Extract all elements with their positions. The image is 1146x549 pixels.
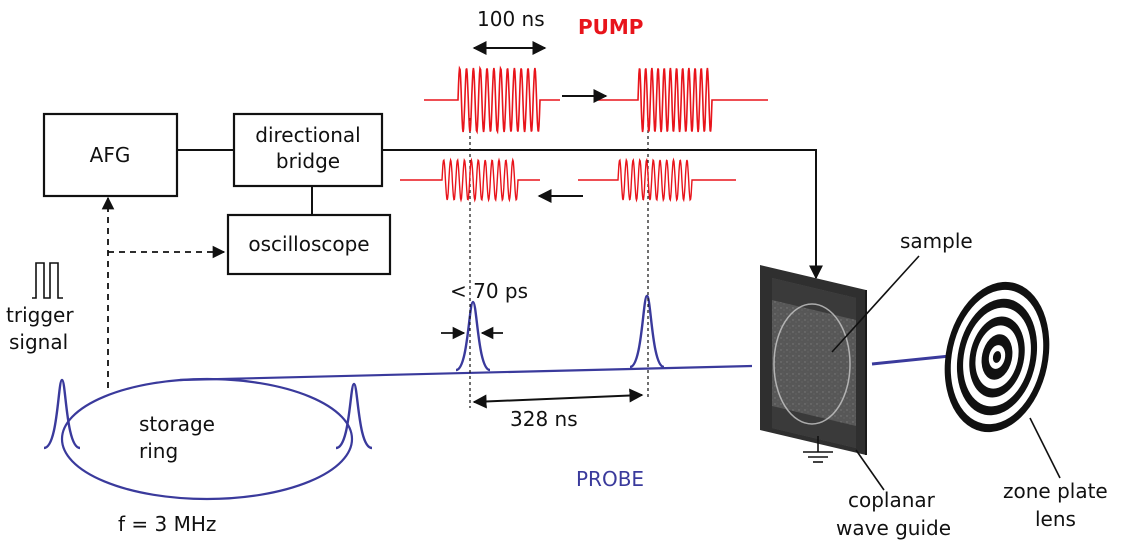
oscilloscope-box — [226, 213, 392, 276]
ground-icon — [803, 451, 833, 463]
directional-bridge-label-2: bridge — [276, 149, 340, 173]
trigger-label-2: signal — [9, 330, 68, 354]
directional-bridge-label-1: directional — [255, 123, 360, 147]
probe-beam-to-zoneplate — [871, 354, 951, 366]
probe-beam-line — [179, 364, 753, 382]
sample-label: sample — [900, 229, 973, 253]
zone-plate-label-1: zone plate — [1003, 479, 1108, 503]
storage-ring — [60, 377, 354, 501]
ring-bunch-right — [335, 382, 373, 450]
waveguide-label-2: wave guide — [836, 516, 951, 540]
frequency-label: f = 3 MHz — [118, 512, 216, 536]
pulse-width-label: 100 ns — [477, 7, 545, 31]
pump-forward-pulse-1 — [424, 65, 560, 135]
storage-ring-label-2: ring — [139, 439, 178, 463]
storage-ring-label-1: storage — [139, 412, 215, 436]
period-label: 328 ns — [510, 407, 578, 431]
probe-label: PROBE — [576, 467, 644, 491]
probe-bunch-2 — [629, 294, 665, 369]
trigger-pulse-icon — [32, 262, 63, 299]
afg-label: AFG — [90, 143, 131, 167]
ring-bunch-left — [43, 378, 81, 450]
pump-reflected-pulse-1 — [400, 157, 540, 203]
waveguide-label-1: coplanar — [848, 488, 936, 512]
bridge-to-sample-wire — [382, 149, 823, 280]
sample-waveguide — [760, 265, 867, 455]
zone-plate-lens-icon — [944, 281, 1050, 433]
sample-pointer — [831, 255, 920, 353]
directional-bridge-box — [232, 112, 384, 188]
waveguide-pointer — [855, 449, 885, 491]
probe-bunch-1 — [455, 300, 491, 372]
oscilloscope-label: oscilloscope — [248, 232, 369, 256]
probe-width-label: < 70 ps — [450, 279, 528, 303]
pump-label: PUMP — [578, 15, 643, 39]
trigger-label-1: trigger — [6, 303, 74, 327]
pump-reflected-pulse-2 — [578, 157, 736, 203]
afg-box — [42, 112, 179, 198]
period-arrow — [472, 388, 644, 409]
zone-plate-label-2: lens — [1035, 507, 1076, 531]
pump-forward-pulse-2 — [598, 67, 768, 133]
zone-plate-pointer — [1029, 417, 1061, 479]
pump-waveforms — [400, 65, 768, 203]
